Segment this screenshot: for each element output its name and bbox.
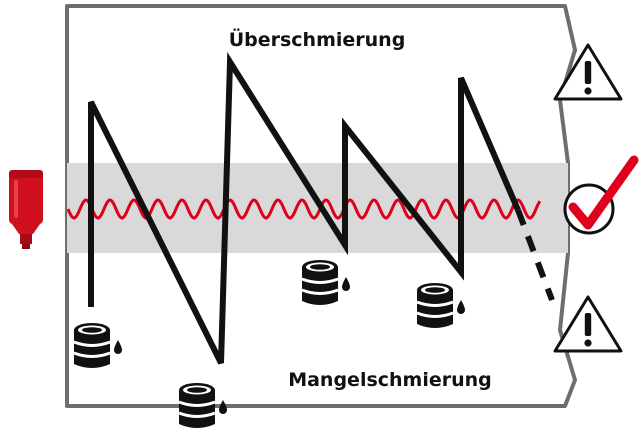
- warning-triangle-icon: [553, 295, 623, 353]
- label-over-lubrication: Überschmierung: [229, 27, 406, 51]
- check-circle-icon: [563, 155, 639, 235]
- label-under-lubrication: Mangelschmierung: [288, 369, 492, 391]
- optimal-band: [67, 163, 568, 253]
- lubrication-curve: [88, 52, 521, 365]
- lubricator-icon: [9, 170, 43, 249]
